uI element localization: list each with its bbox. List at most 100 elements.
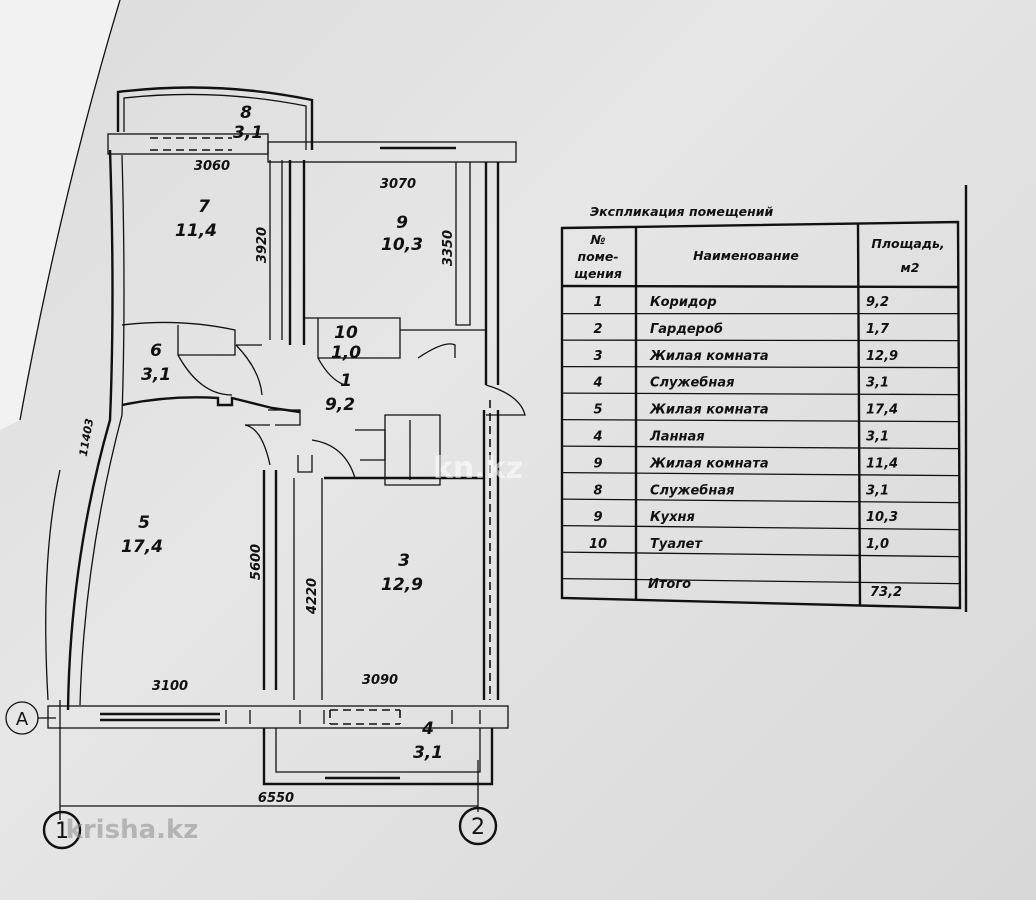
dim-3920: 3920: [255, 227, 270, 263]
table-row-line: [561, 577, 960, 585]
table-row: 4 Служебная 3,1: [592, 376, 889, 391]
watermark-center: kn.kz: [433, 451, 523, 486]
table-row: 2 Гардероб 1,7: [593, 322, 890, 337]
row-area: 1,0: [866, 537, 889, 552]
balcony-8-wall: [116, 86, 314, 150]
outer-left-wall-inner: [79, 154, 125, 706]
room-8-number: 8: [240, 103, 252, 123]
room-1-area: 9,2: [325, 395, 355, 415]
table-row-line: [561, 392, 960, 396]
axis-2-label: 2: [471, 815, 485, 840]
row-name: Ланная: [649, 430, 705, 445]
row-area: 3,1: [866, 376, 889, 391]
row-name: Жилая комната: [649, 456, 769, 471]
row-name: Жилая комната: [649, 403, 769, 418]
row-name: Жилая комната: [649, 349, 769, 364]
plan-walls: [38, 86, 526, 820]
room-8-area: 3,1: [233, 123, 263, 143]
table-caption: Экспликация помещений: [590, 204, 774, 219]
table-header-line: [561, 284, 959, 289]
room-10-box: [304, 317, 401, 359]
door-arc-3: [311, 439, 356, 479]
row-area: 3,1: [866, 430, 889, 445]
axis-a-circle: [5, 701, 39, 735]
dim-4220: 4220: [305, 578, 320, 615]
axis-a-label: A: [16, 709, 29, 730]
axis-1-label: 1: [55, 819, 69, 844]
row-name: Коридор: [650, 295, 717, 310]
outer-left-wall: [66, 149, 114, 711]
row-area: 17,4: [866, 403, 898, 418]
balcony-8-inner: [123, 93, 307, 150]
row-number: 1: [593, 295, 602, 310]
dim-line-11403: [45, 469, 61, 701]
column-right: [455, 162, 471, 326]
row-number: 8: [593, 483, 602, 498]
table-row-line: [561, 471, 960, 477]
door-arc-7: [235, 344, 263, 396]
axis-1-circle: [42, 810, 82, 850]
row-area: 9,2: [866, 295, 889, 310]
balcony-4-inner: [275, 728, 481, 773]
header-name: Наименование: [693, 248, 799, 263]
row-area: 1,7: [866, 322, 890, 337]
window-bottom-dash: [329, 709, 401, 725]
total-area: 73,2: [870, 585, 902, 600]
row-name: Служебная: [650, 376, 734, 391]
table-row-line: [561, 418, 960, 423]
partition-5-3: [262, 470, 278, 690]
window-bottom-glass: [100, 712, 220, 722]
header-num-line1: №: [589, 232, 605, 247]
door-arc-9: [417, 343, 456, 359]
row-name: Гардероб: [650, 322, 723, 337]
dim-11403: 11403: [77, 417, 97, 457]
row-number: 9: [593, 510, 602, 525]
axis-ticks: [59, 700, 479, 820]
room-3-number: 3: [398, 551, 410, 571]
room-1-number: 1: [340, 371, 352, 391]
row-number: 4: [592, 376, 602, 391]
window-top-right: [267, 141, 517, 163]
row-number: 5: [593, 403, 602, 418]
table-row-line: [561, 551, 960, 558]
room-7-number: 7: [198, 197, 210, 217]
room-9-number: 9: [396, 213, 408, 233]
axis-2-circle: [458, 806, 498, 846]
axis-markers: A 2 1: [5, 701, 498, 850]
table-row: 1 Коридор 9,2: [593, 295, 889, 310]
partition-7-9b: [288, 160, 306, 345]
dim-3060: 3060: [194, 159, 230, 174]
corridor-jog: [268, 409, 301, 426]
dim-3100: 3100: [152, 679, 188, 694]
table-row-lines: [561, 312, 960, 585]
watermarks: kn.kz krisha.kz: [66, 451, 523, 845]
dim-5600: 5600: [249, 544, 264, 580]
partition-7-9: [269, 160, 283, 340]
door-post: [297, 455, 313, 473]
room-6-number: 6: [150, 341, 162, 361]
row-number: 10: [589, 537, 607, 552]
room-3-area: 12,9: [381, 575, 423, 595]
room-9-area: 10,3: [381, 235, 423, 255]
row-area: 12,9: [866, 349, 898, 364]
row-name: Туалет: [650, 537, 703, 552]
door-arc-5: [244, 424, 271, 466]
table-row-line: [561, 498, 960, 504]
column-3: [293, 478, 323, 700]
row-number: 2: [593, 322, 602, 337]
paper-edge: [19, 0, 121, 421]
room-4-number: 4: [421, 719, 434, 739]
dim-6550: 6550: [258, 791, 294, 806]
room-labels: 8 3,1 7 11,4 9 10,3 6 3,1 10 1,0 1 9,2 5…: [121, 103, 443, 763]
dim-3350: 3350: [441, 230, 456, 266]
window-bottom: [47, 705, 509, 729]
dimension-labels: 3060 3070 3920 3350 5600 4220 3100 3090 …: [77, 159, 456, 806]
table-row: 10 Туалет 1,0: [589, 537, 889, 552]
room-7-area: 11,4: [175, 221, 217, 241]
